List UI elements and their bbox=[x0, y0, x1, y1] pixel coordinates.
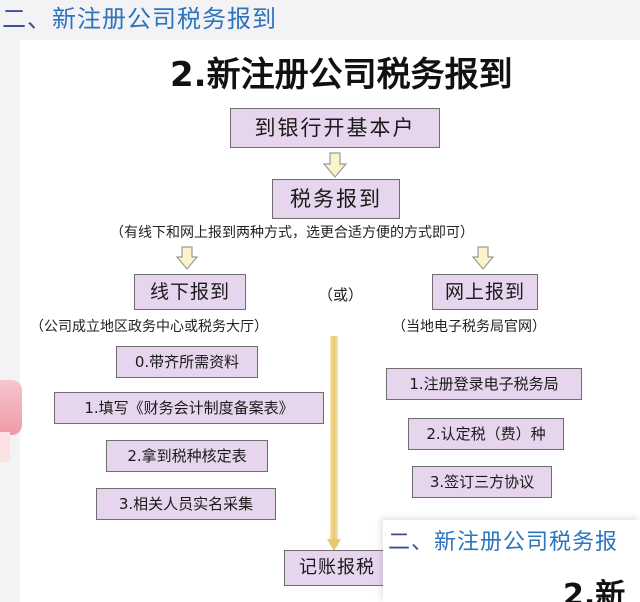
final-step-bookkeeping: 记账报税 bbox=[284, 550, 390, 586]
offline-note: （公司成立地区政务中心或税务大厅） bbox=[30, 319, 268, 335]
or-label: （或） bbox=[318, 286, 364, 304]
step-tax-registration: 税务报到 bbox=[272, 179, 400, 219]
overlay-section-heading: 二、新注册公司税务报 bbox=[388, 528, 640, 558]
section-title: 新注册公司税务报到 bbox=[52, 5, 277, 33]
online-step: 1.注册登录电子税务局 bbox=[386, 368, 582, 400]
online-note: （当地电子税务局官网） bbox=[392, 319, 546, 335]
offline-step: 2.拿到税种核定表 bbox=[106, 440, 268, 472]
down-arrow-icon bbox=[322, 152, 348, 178]
overlay-section-number: 二、 bbox=[388, 530, 435, 555]
tax-registration-note: （有线下和网上报到两种方式，选更合适方便的方式即可） bbox=[110, 225, 474, 241]
step-bank-account: 到银行开基本户 bbox=[230, 108, 440, 148]
decorative-shape-small bbox=[0, 432, 10, 462]
offline-step: 0.带齐所需资料 bbox=[116, 346, 258, 378]
flow-connector bbox=[330, 336, 338, 546]
down-arrow-icon bbox=[327, 539, 341, 551]
overlay-title-fragment: 2.新 bbox=[563, 578, 626, 602]
down-arrow-icon bbox=[472, 246, 494, 270]
section-number: 二、 bbox=[2, 5, 52, 33]
section-heading: 二、新注册公司税务报到 bbox=[2, 4, 277, 34]
offline-step: 3.相关人员实名采集 bbox=[96, 488, 276, 520]
down-arrow-icon bbox=[176, 246, 198, 270]
offline-step: 1.填写《财务会计制度备案表》 bbox=[54, 392, 324, 424]
online-registration: 网上报到 bbox=[432, 274, 538, 310]
online-step: 2.认定税（费）种 bbox=[408, 418, 564, 450]
overlapping-slide bbox=[383, 520, 640, 602]
online-step: 3.签订三方协议 bbox=[412, 466, 552, 498]
diagram-title: 2.新注册公司税务报到 bbox=[170, 55, 513, 95]
decorative-shape bbox=[0, 380, 22, 435]
overlay-section-title: 新注册公司税务报 bbox=[434, 530, 619, 555]
offline-registration: 线下报到 bbox=[134, 274, 246, 310]
